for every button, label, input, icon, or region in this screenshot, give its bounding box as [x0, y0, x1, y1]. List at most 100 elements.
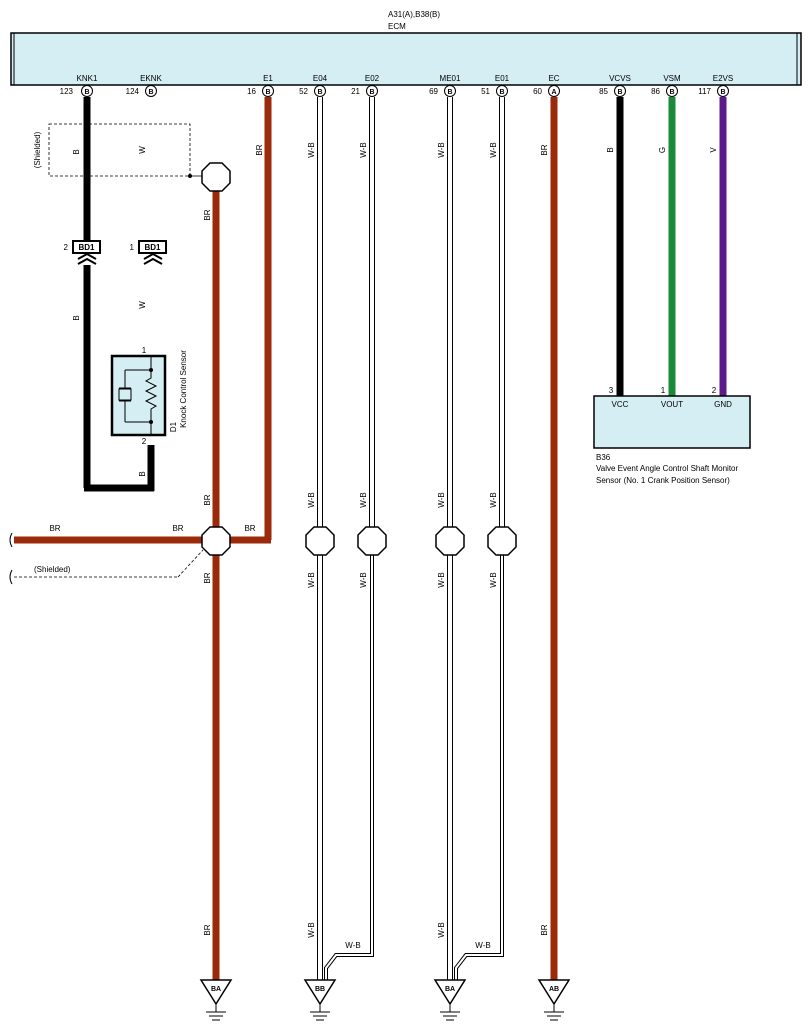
- connector-name: BD1: [78, 243, 95, 252]
- wire-label: BR: [172, 524, 183, 533]
- pin-name: E02: [365, 74, 380, 83]
- ground-symbol: [310, 1004, 330, 1021]
- sensor-pin-number: 3: [609, 386, 614, 395]
- sensor-name: Knock Control Sensor: [179, 350, 188, 428]
- sensor-code: B36: [596, 453, 611, 462]
- sensor-pin-number: 2: [142, 437, 147, 446]
- sensor-body: [593, 395, 751, 449]
- wire-label: W-B: [437, 922, 446, 937]
- wire-label: BR: [540, 924, 549, 935]
- wire-label: BR: [203, 924, 212, 935]
- ground-triangle: [537, 979, 571, 1006]
- pin-number: 124: [126, 87, 140, 96]
- pin-number: 52: [299, 87, 308, 96]
- wire-label: BR: [203, 494, 212, 505]
- connector-tag: [72, 240, 101, 254]
- pin-connector-letter: A: [551, 89, 556, 96]
- connector-name: BD1: [144, 243, 161, 252]
- pin-number: 51: [481, 87, 490, 96]
- wire-label: W-B: [437, 492, 446, 507]
- wire-label: W-B: [489, 572, 498, 587]
- sensor-pin-label: GND: [714, 400, 732, 409]
- wire-label: W-B: [489, 142, 498, 157]
- connector-chevron: [143, 252, 163, 265]
- ecm-box: [10, 32, 802, 86]
- ground-symbol: [440, 1004, 460, 1021]
- splice-upper: [201, 162, 231, 192]
- ground-label: BA: [445, 986, 455, 993]
- ecm-connector-label: A31(A),B38(B): [388, 10, 440, 19]
- wire-label: W-B: [307, 492, 316, 507]
- connector-bd1-b: 2 BD1: [64, 240, 101, 265]
- wire-label: W-B: [307, 572, 316, 587]
- ground-label: AB: [549, 986, 559, 993]
- sensor-internal-circuit: [119, 357, 158, 435]
- pin-connector-circle: [81, 85, 93, 97]
- connector-tag: [138, 240, 167, 254]
- crank-position-sensor: 3 VCC 1 VOUT 2 GND B36 Valve Event Angle…: [593, 386, 751, 485]
- pin-name: E01: [495, 74, 510, 83]
- pin-number: 16: [247, 87, 256, 96]
- pin-connector-circle: [614, 85, 626, 97]
- splice-main: [201, 526, 231, 556]
- pin-connector-circle: [548, 85, 560, 97]
- shield-label: (Shielded): [33, 131, 42, 168]
- sensor-piezo-element: [118, 388, 132, 401]
- sensor-name-line2: Sensor (No. 1 Crank Position Sensor): [596, 476, 730, 485]
- sensor-pin-label: VCC: [612, 400, 629, 409]
- pin-connector-letter: B: [447, 89, 452, 96]
- ground-point: BA: [199, 979, 233, 1021]
- wire-e02-lower-outer: [324, 540, 374, 980]
- wire-label: B: [606, 147, 615, 152]
- wire-label: G: [658, 147, 667, 153]
- wire-label: BR: [255, 144, 264, 155]
- wire-e01-lower-outer: [454, 540, 504, 980]
- ecm-pin-e1: E1 16 B: [247, 74, 274, 97]
- sensor-node: [149, 420, 153, 424]
- shield-line: [177, 549, 204, 578]
- sensor-name-line1: Valve Event Angle Control Shaft Monitor: [596, 464, 738, 473]
- wire-label: BR: [49, 524, 60, 533]
- pin-connector-letter: B: [317, 89, 322, 96]
- wire-label: W-B: [307, 142, 316, 157]
- pin-connector-letter: B: [84, 89, 89, 96]
- pin-name: EKNK: [140, 74, 162, 83]
- ecm-pin-vcvs: VCVS 85 B: [599, 74, 631, 97]
- wire-label: B: [72, 149, 81, 154]
- wire-e02-lower-inner: [325, 540, 373, 980]
- pin-connector-letter: B: [499, 89, 504, 96]
- ground-label: BB: [315, 986, 325, 993]
- shield-label: (Shielded): [34, 565, 71, 574]
- wire-label: BR: [540, 144, 549, 155]
- sensor-body: [110, 354, 167, 437]
- pin-number: 21: [351, 87, 360, 96]
- pin-number: 60: [533, 87, 542, 96]
- sensor-pin-label: VOUT: [661, 400, 683, 409]
- pin-name: E1: [263, 74, 273, 83]
- splice-e02: [357, 526, 387, 556]
- pin-number: 117: [698, 87, 711, 96]
- pin-name: EC: [548, 74, 559, 83]
- ecm-pin-e2vs: E2VS 117 B: [698, 74, 733, 97]
- wire-label: B: [72, 315, 81, 320]
- wire-e01-lower-inner: [455, 540, 503, 980]
- wire-label: W-B: [437, 572, 446, 587]
- splice-e04: [305, 526, 335, 556]
- ground-triangle: [199, 979, 233, 1006]
- wire-label: BR: [244, 524, 255, 533]
- pin-connector-circle: [444, 85, 456, 97]
- sensor-pin-number: 1: [142, 346, 147, 355]
- pin-connector-letter: B: [148, 89, 153, 96]
- pin-connector-circle: [145, 85, 157, 97]
- ecm-name: ECM: [388, 22, 406, 31]
- wire-label: B: [138, 471, 147, 476]
- ground-point: AB: [537, 979, 571, 1021]
- pin-connector-letter: B: [369, 89, 374, 96]
- ground-point: BA: [433, 979, 467, 1021]
- pin-connector-circle: [262, 85, 274, 97]
- ecm-pin-e04: E04 52 B: [299, 74, 328, 97]
- pin-connector-letter: B: [617, 89, 622, 96]
- ecm-pin-e01: E01 51 B: [481, 74, 510, 97]
- ground-triangle: [303, 979, 337, 1006]
- splice-me01: [435, 526, 465, 556]
